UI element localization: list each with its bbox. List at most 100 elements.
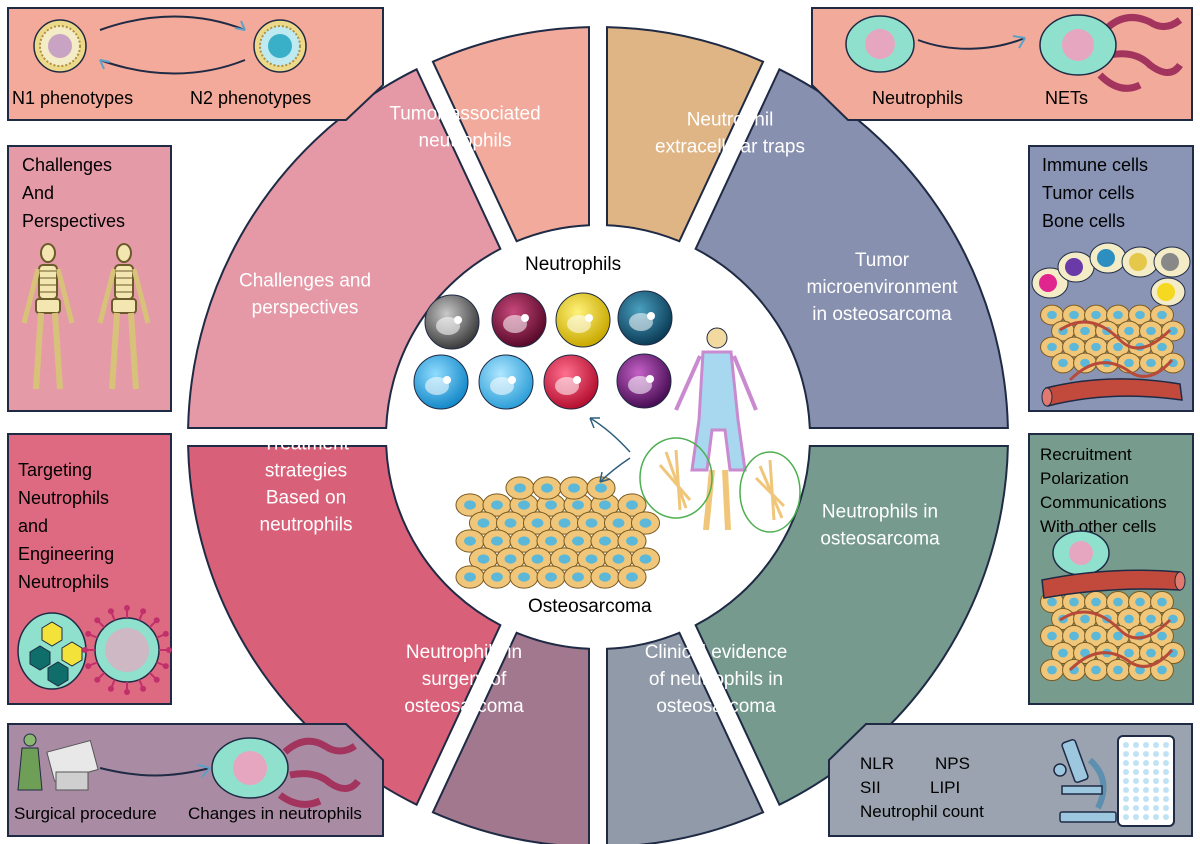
ring-label-clinical-line-2: of neutrophils in (649, 669, 783, 690)
panel-clinical: NLR NPS SII LIPI Neutrophil count (828, 723, 1193, 837)
neutrophil-sphere (555, 292, 611, 348)
skeleton-icon (97, 243, 151, 390)
ring-label-surgery-line-3: osteosarcoma (404, 696, 524, 717)
neutrophil-spheres (413, 290, 673, 410)
ring-label-clinical-line-1: Clinical evidence (645, 642, 788, 663)
ring-label-treatment-line-3: Based on (266, 488, 346, 509)
ring-segment-challenges (187, 67, 502, 430)
ring-label-tme-line-3: in osteosarcoma (812, 304, 952, 325)
n2-label: N2 phenotypes (190, 88, 311, 108)
targeting-line-1: Targeting (18, 460, 92, 480)
challenges-line-3: Perspectives (22, 211, 125, 231)
neutrophil-sphere (424, 294, 480, 350)
immune-line-1: Immune cells (1042, 155, 1148, 175)
ring-label-nets-line-2: extracellular traps (655, 137, 805, 158)
targeting-line-4: Engineering (18, 544, 114, 564)
neutrophil-sphere (491, 292, 547, 348)
arrow-right-icon (99, 764, 211, 778)
ring-label-tme-line-2: microenvironment (807, 277, 959, 298)
neutrophil-icon (1052, 530, 1110, 576)
panel-n1-n2: N1 phenotypes N2 phenotypes (7, 7, 384, 121)
hexagon-particles-icon (17, 612, 87, 690)
n2-cell-icon (253, 19, 307, 73)
tumor-cluster-icon (1040, 304, 1185, 382)
ring-label-nets-line-1: Neutrophil (687, 110, 774, 131)
neutrophil-sphere (617, 290, 673, 346)
neutrophil-icon (845, 15, 915, 73)
net-cell-icon (1039, 14, 1183, 92)
ring-segment-clinical (605, 631, 765, 844)
neutrophils-label: Neutrophils (872, 88, 963, 108)
ring-label-tme-line-1: Tumor (855, 250, 910, 271)
nps-label: NPS (935, 754, 970, 773)
targeting-line-2: Neutrophils (18, 488, 109, 508)
swap-arrows-icon (99, 15, 246, 75)
microscope-icon (1053, 738, 1117, 823)
challenges-line-1: Challenges (22, 155, 112, 175)
blood-vessel-icon (1041, 378, 1183, 407)
center-neutrophils-label: Neutrophils (525, 254, 621, 275)
panel-immune-cells: Immune cells Tumor cells Bone cells (1028, 145, 1194, 412)
ring-label-in-os-line-2: osteosarcoma (820, 529, 940, 550)
recruitment-line-4: With other cells (1040, 517, 1156, 536)
ring-segment-nets (605, 26, 765, 243)
recruitment-line-3: Communications (1040, 493, 1167, 512)
immune-line-2: Tumor cells (1042, 183, 1134, 203)
ring-label-tan-line-1: Tumor-associated (389, 104, 540, 125)
ring-label-challenges-line-2: perspectives (252, 298, 359, 319)
ring-label-tan-line-2: neutrophils (419, 131, 512, 152)
n1-cell-icon (33, 19, 87, 73)
sii-label: SII (860, 778, 881, 797)
targeting-line-5: Neutrophils (18, 572, 109, 592)
immune-line-3: Bone cells (1042, 211, 1125, 231)
challenges-line-2: And (22, 183, 54, 203)
ring-segment-tan (431, 26, 591, 243)
arrow-right-icon (917, 35, 1026, 50)
blood-vessel-icon (1041, 569, 1186, 599)
changes-in-neutrophils-label: Changes in neutrophils (188, 804, 362, 823)
neutrophil-count-label: Neutrophil count (860, 802, 984, 821)
connector-arrows-icon (589, 417, 631, 483)
panel-targeting: Targeting Neutrophils and Engineering Ne… (7, 433, 172, 705)
panel-challenges: Challenges And Perspectives (7, 145, 172, 412)
skeleton-icon (21, 243, 75, 390)
side-panels: N1 phenotypes N2 phenotypes Neutrophils … (7, 7, 1194, 837)
ring-label-challenges-line-1: Challenges and (239, 271, 371, 292)
neutrophil-sphere (413, 354, 469, 410)
ring-segment-tme (694, 67, 1009, 430)
n1-label: N1 phenotypes (12, 88, 133, 108)
ring-segment-in-os (694, 444, 1009, 807)
ring-segment-surgery (431, 631, 591, 844)
immune-cells-icon (1031, 242, 1191, 307)
virus-icon (82, 605, 172, 695)
targeting-line-3: and (18, 516, 48, 536)
center-content: Neutrophils Osteosarcoma (413, 254, 801, 617)
surgeon-icon (17, 733, 99, 791)
lipi-label: LIPI (930, 778, 960, 797)
ring-label-in-os-line-1: Neutrophils in (822, 502, 938, 523)
center-osteosarcoma-label: Osteosarcoma (528, 596, 652, 617)
ring-label-surgery-line-1: Neutrophils in (406, 642, 522, 663)
ring-label-treatment-line-1: Treatment (263, 434, 350, 455)
surgical-procedure-label: Surgical procedure (14, 804, 157, 823)
topic-ring-labels: Tumor-associated neutrophils Neutrophil ext… (239, 104, 958, 718)
ring-label-treatment-line-2: strategies (265, 461, 347, 482)
nets-label: NETs (1045, 88, 1088, 108)
topic-ring (187, 26, 1009, 844)
net-cell-icon (211, 737, 361, 808)
recruitment-line-2: Polarization (1040, 469, 1129, 488)
neutrophil-sphere (543, 354, 599, 410)
nlr-label: NLR (860, 754, 894, 773)
ring-label-treatment-line-4: neutrophils (260, 515, 353, 536)
panel-surgical: Surgical procedure Changes in neutrophil… (7, 723, 384, 837)
ring-label-surgery-line-2: surgery of (422, 669, 507, 690)
ring-label-clinical-line-3: osteosarcoma (656, 696, 776, 717)
panel-nets: Neutrophils NETs (811, 7, 1193, 121)
tumor-cluster-icon (1040, 590, 1185, 682)
well-plate-icon (1117, 735, 1175, 827)
body-anatomy-icon (639, 327, 801, 533)
panel-recruitment: Recruitment Polarization Communications … (1028, 433, 1194, 705)
recruitment-line-1: Recruitment (1040, 445, 1132, 464)
neutrophil-sphere (478, 354, 534, 410)
